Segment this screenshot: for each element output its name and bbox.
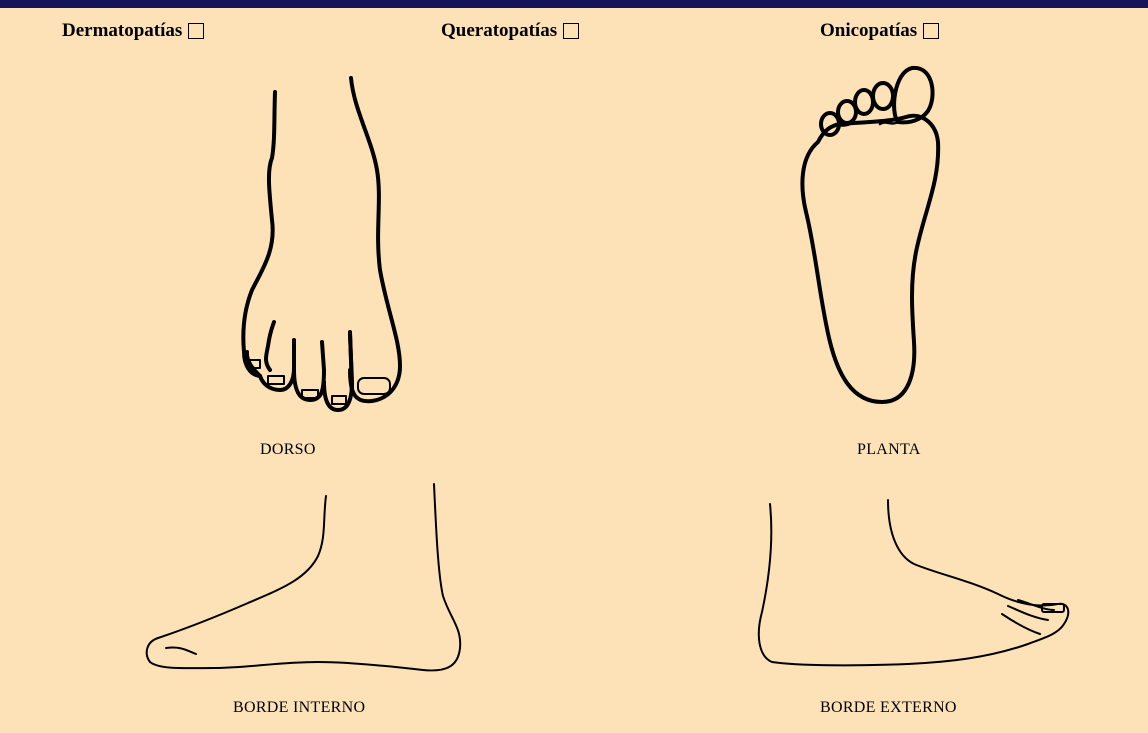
dermatopatias-checkbox[interactable]: Dermatopatías [62, 20, 204, 42]
dermatopatias-checkbox-box[interactable] [188, 23, 204, 39]
onicopatias-checkbox[interactable]: Onicopatías [820, 20, 939, 42]
view-label-borde-interno: BORDE INTERNO [233, 699, 365, 717]
onicopatias-checkbox-box[interactable] [923, 23, 939, 39]
foot-dorsal-icon[interactable] [232, 70, 412, 420]
view-label-borde-externo: BORDE EXTERNO [820, 699, 957, 717]
dermatopatias-label: Dermatopatías [62, 20, 182, 42]
foot-sole-icon[interactable] [790, 62, 950, 412]
foot-lateral-icon[interactable] [738, 494, 1078, 684]
queratopatias-label: Queratopatías [441, 20, 557, 42]
queratopatias-checkbox-box[interactable] [563, 23, 579, 39]
onicopatias-label: Onicopatías [820, 20, 917, 42]
foot-medial-icon[interactable] [138, 478, 468, 688]
top-bar [0, 0, 1148, 8]
view-label-planta: PLANTA [857, 441, 921, 459]
queratopatias-checkbox[interactable]: Queratopatías [441, 20, 579, 42]
view-label-dorso: DORSO [260, 441, 316, 459]
